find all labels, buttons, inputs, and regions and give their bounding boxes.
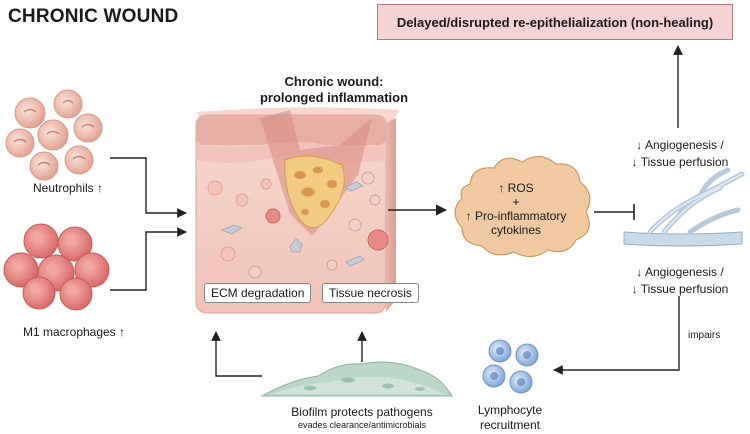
lymphocyte-cluster-icon (482, 339, 539, 394)
angiogenesis-bottom-label: ↓ Angiogenesis / ↓ Tissue perfusion (610, 264, 750, 298)
neutrophil-cluster-icon (5, 89, 103, 181)
inhibition-line (594, 204, 635, 220)
center-title-line2: prolonged inflammation (259, 90, 409, 105)
center-title-line1: Chronic wound: (284, 74, 384, 89)
biofilm-label: Biofilm protects pathogens evades cleara… (262, 405, 462, 431)
macrophage-arrow (110, 227, 187, 291)
cloud-line-plus: + (512, 195, 520, 209)
biofilm-icon (260, 361, 453, 397)
impairs-arrow (553, 296, 680, 375)
lymphocyte-line2: recruitment (479, 418, 541, 432)
angiogenesis-top-label: ↓ Angiogenesis / ↓ Tissue perfusion (610, 137, 750, 171)
macrophage-cluster-icon (3, 223, 110, 311)
macrophages-label: M1 macrophages ↑ (22, 325, 126, 339)
biofilm-line2: evades clearance/antimicrobials (297, 420, 427, 430)
tissue-necrosis-label: Tissue necrosis (322, 283, 419, 303)
wound-tissue-block (195, 107, 400, 314)
cloud-line-ros: ↑ ROS (498, 181, 534, 195)
neutrophils-label: Neutrophils ↑ (32, 181, 104, 195)
cloud-line-cytokines-2: cytokines (490, 223, 542, 237)
cloud-text: ↑ ROS + ↑ Pro-inflammatory cytokines (456, 181, 576, 237)
cloud-line-cytokines-1: ↑ Pro-inflammatory (465, 209, 567, 223)
angio-bottom-line2: ↓ Tissue perfusion (631, 282, 729, 296)
diagram-title: CHRONIC WOUND (8, 6, 179, 27)
ecm-degradation-label: ECM degradation (204, 283, 312, 303)
angio-bottom-line1: ↓ Angiogenesis / (636, 265, 724, 279)
angio-top-line2: ↓ Tissue perfusion (631, 155, 729, 169)
biofilm-arrows (211, 331, 367, 377)
neutrophil-arrow (110, 157, 187, 218)
blood-vessel-icon (623, 167, 745, 247)
neutrophil-icon (5, 89, 103, 181)
lymphocyte-line1: Lymphocyte (477, 403, 543, 417)
angio-top-line1: ↓ Angiogenesis / (636, 138, 724, 152)
impairs-label: impairs (688, 330, 721, 341)
outcome-text: Delayed/disrupted re-epithelialization (… (396, 14, 714, 30)
ros-cytokine-cloud (454, 156, 591, 257)
center-title: Chronic wound: prolonged inflammation (244, 74, 424, 106)
biofilm-line1: Biofilm protects pathogens (291, 405, 433, 419)
outcome-box: Delayed/disrupted re-epithelialization (… (377, 4, 733, 40)
lymphocyte-label: Lymphocyte recruitment (460, 403, 560, 433)
